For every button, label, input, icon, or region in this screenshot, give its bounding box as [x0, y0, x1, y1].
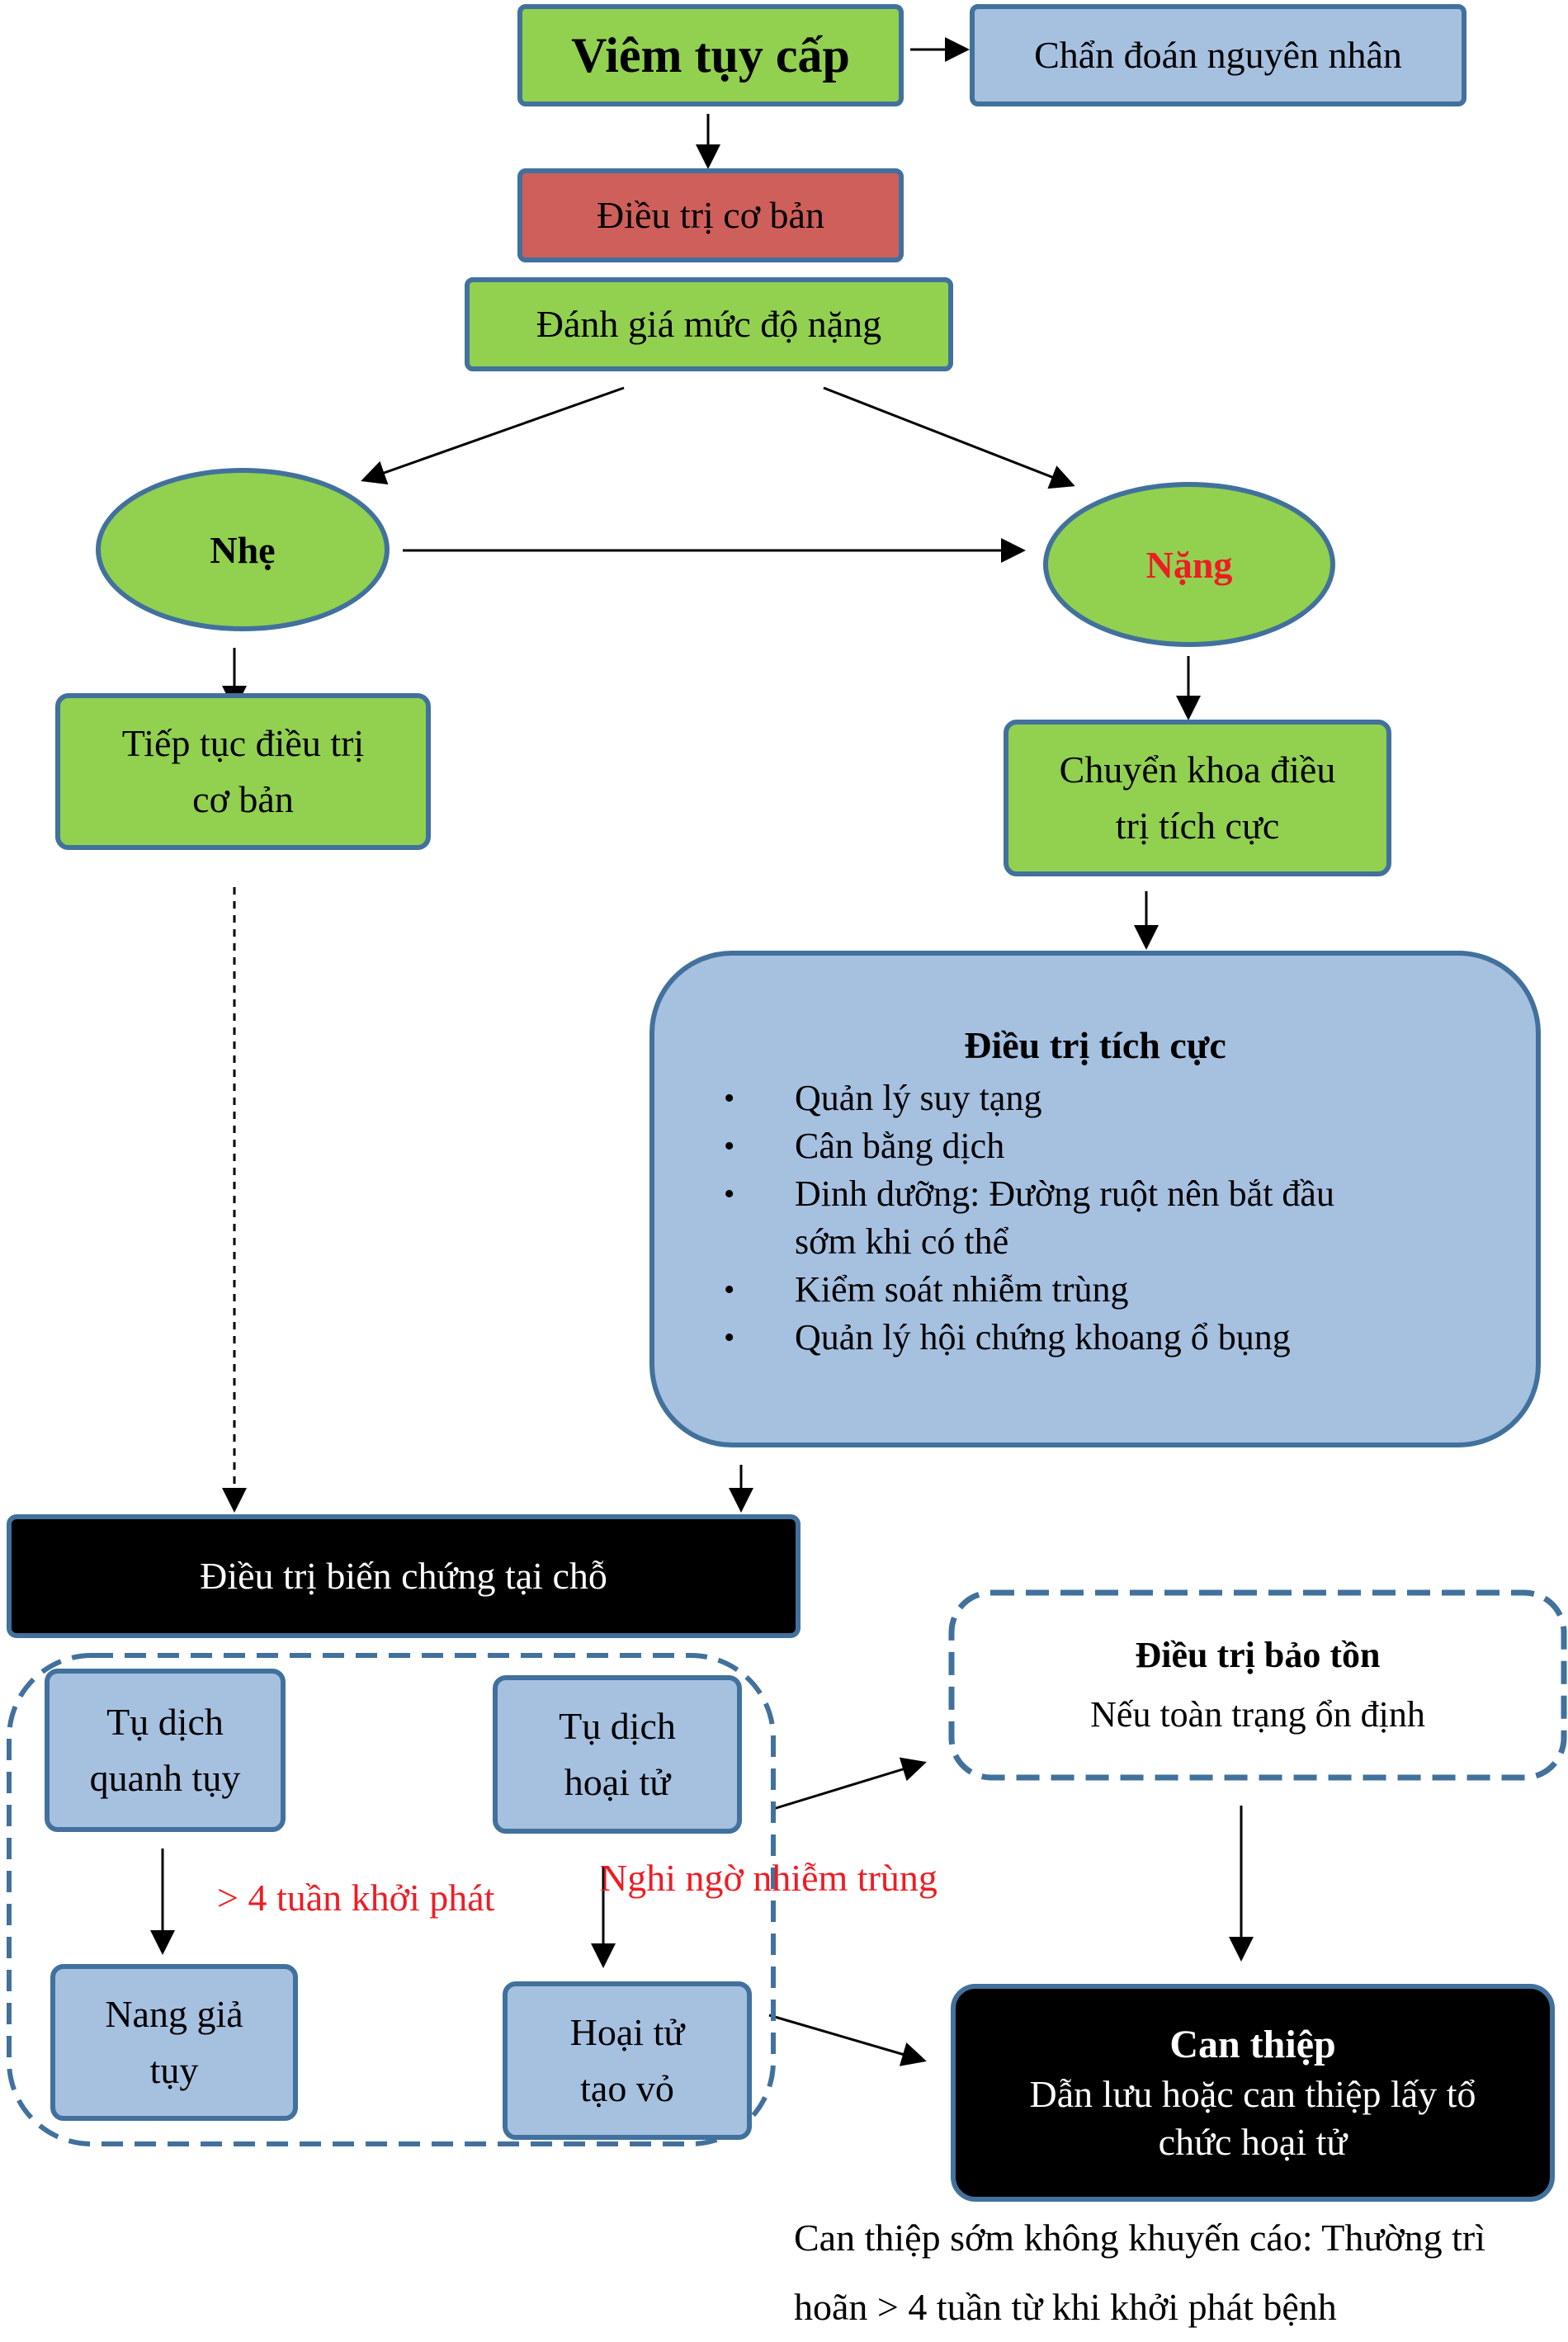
- peripancreatic-line-1: Tụ dịch: [106, 1701, 224, 1743]
- peripancreatic-line-2: quanh tụy: [89, 1757, 241, 1799]
- transfer-intensive-box: Chuyển khoa điều trị tích cực: [1004, 720, 1391, 876]
- list-item-text-continued: sớm khi có thể: [795, 1221, 1009, 1262]
- mild-oval: Nhẹ: [96, 468, 390, 631]
- bullet: •: [724, 1177, 735, 1211]
- list-item: • Quản lý hội chứng khoang ổ bụng: [724, 1314, 1334, 1362]
- intervention-line-2: chức hoại tử: [1158, 2121, 1348, 2163]
- transfer-line-1: Chuyển khoa điều: [1059, 748, 1336, 791]
- continue-basic-box: Tiếp tục điều trị cơ bản: [55, 693, 431, 850]
- four-weeks-label: > 4 tuần khởi phát: [217, 1877, 495, 1919]
- arrow-assess-to-mild: [361, 386, 625, 485]
- list-item-text: Kiểm soát nhiễm trùng: [795, 1269, 1129, 1310]
- list-item: • Quản lý suy tạng: [724, 1074, 1334, 1122]
- necrotic-collection-box: Tụ dịch hoại tử: [493, 1675, 742, 1834]
- note-line-2: hoãn > 4 tuần từ khi khởi phát bệnh: [794, 2286, 1337, 2328]
- bullet: •: [724, 1273, 735, 1307]
- conservative-title: Điều trị bảo tồn: [1135, 1635, 1381, 1675]
- intensive-treatment-list: • Quản lý suy tạng • Cân bằng dịch • Din…: [724, 1074, 1334, 1362]
- local-complications-box: Điều trị biến chứng tại chỗ: [7, 1514, 801, 1638]
- mild-label: Nhẹ: [210, 528, 276, 571]
- severity-assessment-label: Đánh giá mức độ nặng: [536, 303, 882, 345]
- conservative-subtitle: Nếu toàn trạng ổn định: [1090, 1694, 1425, 1735]
- severe-oval: Nặng: [1043, 482, 1335, 647]
- conservative-outline: [948, 1589, 1567, 1781]
- local-complications-label: Điều trị biến chứng tại chỗ: [200, 1555, 607, 1597]
- bullet: •: [724, 1320, 735, 1355]
- peripancreatic-fluid-box: Tụ dịch quanh tụy: [45, 1669, 286, 1832]
- acute-pancreatitis-box: Viêm tụy cấp: [517, 4, 904, 106]
- transfer-line-2: trị tích cực: [1115, 805, 1280, 847]
- intensive-treatment-title: Điều trị tích cực: [964, 1024, 1226, 1066]
- bullet: •: [724, 1081, 735, 1116]
- arrow-assess-to-severe: [823, 386, 1075, 489]
- basic-treatment-label: Điều trị cơ bản: [597, 194, 824, 236]
- intervention-box: Can thiệp Dẫn lưu hoặc can thiệp lấy tổ …: [951, 1984, 1555, 2202]
- pseudocyst-line-1: Nang giả: [105, 1993, 243, 2035]
- intervention-title: Can thiệp: [1169, 2023, 1336, 2066]
- walled-off-line-2: tạo vỏ: [580, 2067, 674, 2109]
- continue-basic-line-2: cơ bản: [192, 778, 294, 820]
- intervention-note: Can thiệp sớm không khuyến cáo: Thường t…: [794, 2203, 1561, 2342]
- walled-off-line-1: Hoại tử: [569, 2011, 685, 2053]
- bullet: •: [724, 1129, 735, 1164]
- list-item-text: Cân bằng dịch: [795, 1126, 1005, 1166]
- list-item-text: Quản lý hội chứng khoang ổ bụng: [795, 1317, 1291, 1358]
- intensive-treatment-box: Điều trị tích cực • Quản lý suy tạng • C…: [649, 951, 1541, 1447]
- list-item: • Dinh dưỡng: Đường ruột nên bắt đầu sớm…: [724, 1170, 1334, 1266]
- necrotic-line-2: hoại tử: [564, 1761, 671, 1803]
- arrow-group-to-conservative: [772, 1757, 927, 1811]
- list-item-text: Quản lý suy tạng: [795, 1078, 1042, 1118]
- pseudocyst-box: Nang giả tụy: [50, 1964, 298, 2121]
- diagnosis-cause-label: Chẩn đoán nguyên nhân: [1034, 34, 1402, 76]
- necrotic-line-1: Tụ dịch: [559, 1705, 676, 1747]
- intervention-line-1: Dẫn lưu hoặc can thiệp lấy tổ: [1029, 2073, 1476, 2115]
- basic-treatment-box: Điều trị cơ bản: [517, 168, 904, 262]
- complications-group-outline: [7, 1653, 776, 2146]
- severity-assessment-box: Đánh giá mức độ nặng: [465, 277, 953, 371]
- walled-off-necrosis-box: Hoại tử tạo vỏ: [503, 1981, 752, 2140]
- continue-basic-line-1: Tiếp tục điều trị: [121, 722, 365, 764]
- list-item: • Kiểm soát nhiễm trùng: [724, 1266, 1334, 1314]
- arrow-group-to-intervention: [768, 2014, 927, 2066]
- severe-label: Nặng: [1145, 543, 1233, 586]
- list-item-text: Dinh dưỡng: Đường ruột nên bắt đầu: [795, 1173, 1334, 1214]
- list-item: • Cân bằng dịch: [724, 1122, 1334, 1170]
- note-line-1: Can thiệp sớm không khuyến cáo: Thường t…: [794, 2217, 1486, 2259]
- diagnosis-cause-box: Chẩn đoán nguyên nhân: [970, 4, 1466, 106]
- conservative-box: Điều trị bảo tồn Nếu toàn trạng ổn định: [957, 1598, 1558, 1772]
- pseudocyst-line-2: tụy: [149, 2049, 199, 2091]
- suspected-infection-label: Nghi ngờ nhiễm trùng: [600, 1857, 937, 1899]
- acute-pancreatitis-title: Viêm tụy cấp: [571, 27, 850, 83]
